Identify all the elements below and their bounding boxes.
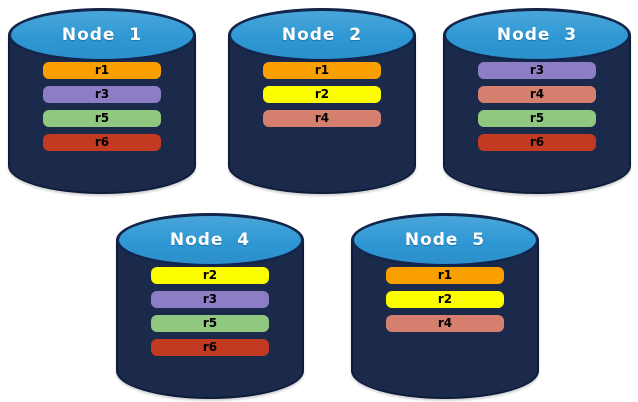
replica-bar-r1: r1 xyxy=(386,267,504,284)
replica-bar-r5: r5 xyxy=(478,110,596,127)
cylinder-top: Node 3 xyxy=(443,8,631,62)
replica-bar-r5: r5 xyxy=(43,110,161,127)
replica-bar-r5: r5 xyxy=(151,315,269,332)
replica-bar-r3: r3 xyxy=(43,86,161,103)
replica-bar-r6: r6 xyxy=(478,134,596,151)
node-cylinder-4: Node 4 r2 r3 r5 r6 xyxy=(116,213,304,399)
replica-bar-r2: r2 xyxy=(263,86,381,103)
node-cylinder-1: Node 1 r1 r3 r5 r6 xyxy=(8,8,196,194)
node-label: Node 5 xyxy=(404,230,486,250)
replica-bars: r1 r2 r4 xyxy=(263,62,381,134)
replica-bars: r1 r2 r4 xyxy=(386,267,504,339)
cylinder-top: Node 2 xyxy=(228,8,416,62)
node-label: Node 2 xyxy=(281,25,363,45)
replica-bar-r2: r2 xyxy=(151,267,269,284)
replica-bar-r4: r4 xyxy=(386,315,504,332)
replica-bar-r1: r1 xyxy=(263,62,381,79)
replica-bar-r4: r4 xyxy=(263,110,381,127)
node-cylinder-3: Node 3 r3 r4 r5 r6 xyxy=(443,8,631,194)
replica-bars: r3 r4 r5 r6 xyxy=(478,62,596,158)
node-cylinder-2: Node 2 r1 r2 r4 xyxy=(228,8,416,194)
replica-bar-r3: r3 xyxy=(478,62,596,79)
replica-bar-r1: r1 xyxy=(43,62,161,79)
cylinder-top: Node 1 xyxy=(8,8,196,62)
replica-bar-r3: r3 xyxy=(151,291,269,308)
replica-bar-r6: r6 xyxy=(151,339,269,356)
node-label: Node 1 xyxy=(61,25,143,45)
replica-bars: r2 r3 r5 r6 xyxy=(151,267,269,363)
cylinder-top: Node 4 xyxy=(116,213,304,267)
replica-bars: r1 r3 r5 r6 xyxy=(43,62,161,158)
replica-bar-r2: r2 xyxy=(386,291,504,308)
cylinder-top: Node 5 xyxy=(351,213,539,267)
replica-bar-r4: r4 xyxy=(478,86,596,103)
node-label: Node 3 xyxy=(496,25,578,45)
node-cylinder-5: Node 5 r1 r2 r4 xyxy=(351,213,539,399)
replica-bar-r6: r6 xyxy=(43,134,161,151)
node-label: Node 4 xyxy=(169,230,251,250)
